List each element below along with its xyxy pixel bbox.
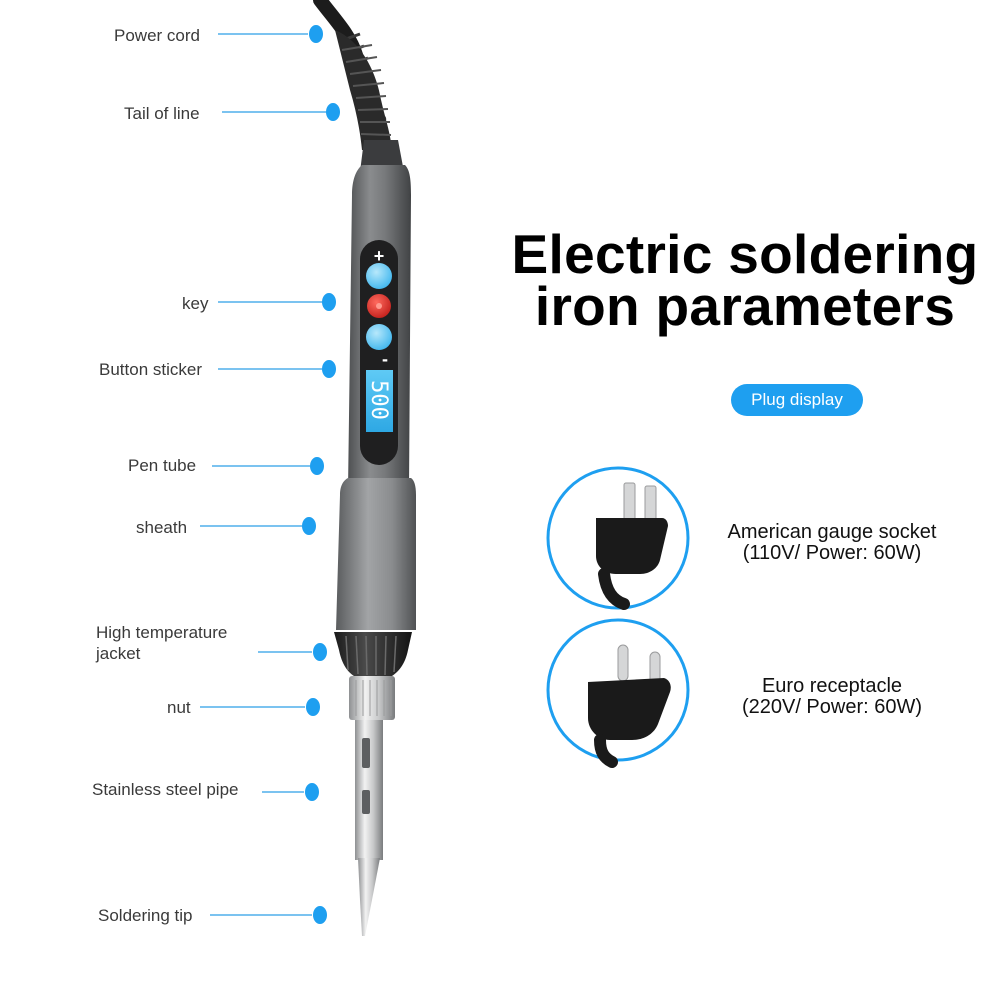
tail-of-line [360, 140, 404, 172]
leader-dots [302, 25, 340, 924]
dot-button-sticker [322, 360, 336, 378]
label-button-sticker: Button sticker [99, 360, 202, 379]
american-plug-text: American gauge socket (110V/ Power: 60W) [702, 522, 962, 564]
euro-plug-name: Euro receptacle [761, 675, 903, 697]
label-pen-tube: Pen tube [128, 456, 197, 475]
tip-shape [358, 858, 380, 936]
label-soldering-tip: Soldering tip [98, 906, 193, 925]
dot-nut [306, 698, 320, 716]
euro-plug-spec: (220V/ Power: 60W) [741, 696, 923, 718]
label-sheath: sheath [136, 518, 188, 537]
plug-display-badge: Plug display [731, 384, 863, 416]
label-high-temp-jacket: High temperature jacket [96, 623, 228, 663]
sheath [336, 478, 416, 630]
page-title: Electric soldering iron parameters [490, 223, 1000, 337]
title-line-1: Electric soldering [511, 223, 979, 285]
minus-button [366, 324, 392, 350]
leader-lines [200, 33, 326, 916]
title-line-2: iron parameters [534, 275, 956, 337]
dot-soldering-tip [313, 906, 327, 924]
label-power-cord: Power cord [114, 26, 200, 45]
dot-tail-of-line [326, 103, 340, 121]
american-plug-illustration [546, 466, 690, 610]
dot-pen-tube [310, 457, 324, 475]
dot-stainless-pipe [305, 783, 319, 801]
dot-key [322, 293, 336, 311]
label-key: key [182, 294, 209, 313]
label-nut: nut [167, 698, 191, 717]
label-tail-of-line: Tail of line [124, 104, 200, 123]
dot-sheath [302, 517, 316, 535]
high-temp-jacket [334, 632, 412, 676]
lcd-display [366, 370, 393, 432]
lcd-reading: 500 [366, 380, 391, 420]
power-button-dot [376, 303, 382, 309]
minus-sign: - [382, 349, 388, 369]
power-cord [313, 0, 392, 150]
plus-sign: + [374, 246, 385, 266]
euro-plug-illustration [546, 618, 690, 768]
euro-plug-text: Euro receptacle (220V/ Power: 60W) [702, 676, 962, 718]
plus-button [366, 263, 392, 289]
american-plug-spec: (110V/ Power: 60W) [742, 542, 922, 564]
dot-power-cord [309, 25, 323, 43]
label-stainless-pipe: Stainless steel pipe [92, 780, 239, 799]
american-plug-name: American gauge socket [727, 521, 937, 543]
dot-high-temp-jacket [313, 643, 327, 661]
